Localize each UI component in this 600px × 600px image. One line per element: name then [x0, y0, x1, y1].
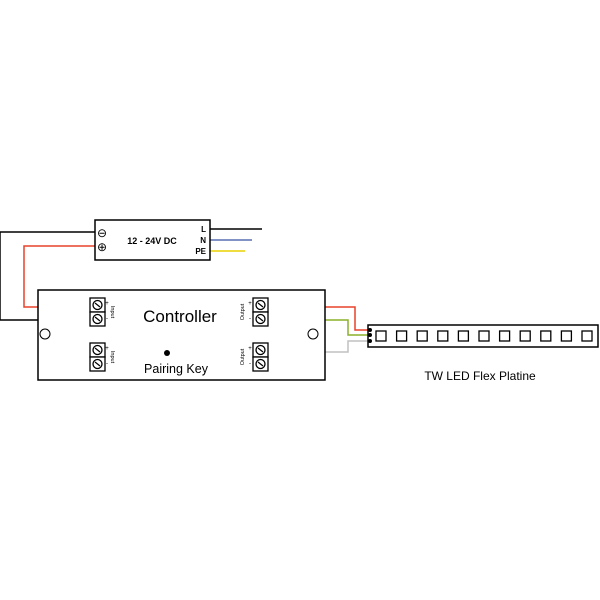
terminal-pe: PE	[195, 247, 206, 256]
led	[437, 330, 449, 342]
input-terminal: Input+ -	[89, 342, 115, 372]
input-terminal: Input+ -	[89, 297, 115, 327]
plus-sign: +	[105, 346, 109, 352]
led	[478, 330, 490, 342]
minus-symbol: ⊖	[97, 226, 107, 240]
plus-sign: +	[105, 301, 109, 307]
led	[581, 330, 593, 342]
input-label: Input	[109, 351, 115, 364]
terminal-n: N	[200, 236, 206, 245]
minus-sign: -	[106, 361, 108, 367]
output-label: Output	[240, 303, 246, 320]
minus-sign: -	[106, 316, 108, 322]
plus-sign: +	[248, 346, 252, 352]
led	[540, 330, 552, 342]
led	[519, 330, 531, 342]
terminal-l: L	[201, 225, 206, 234]
power-supply-label: 12 - 24V DC	[127, 236, 177, 246]
strip-label: TW LED Flex Platine	[424, 369, 536, 383]
mounting-hole	[307, 328, 319, 340]
led-strip: TW LED Flex Platine	[367, 324, 599, 383]
power-supply: ⊖ ⊕ 12 - 24V DC L N PE	[94, 219, 211, 261]
output-label: Output	[240, 348, 246, 365]
input-label: Input	[109, 306, 115, 319]
led	[416, 330, 428, 342]
controller: Controller Pairing Key Input+-Input+-Out…	[37, 289, 326, 381]
pairing-key-button[interactable]	[164, 350, 170, 356]
pairing-key-label: Pairing Key	[144, 362, 209, 376]
controller-title: Controller	[143, 307, 217, 326]
plus-sign: +	[248, 301, 252, 307]
strip-pad	[368, 328, 372, 332]
led	[457, 330, 470, 342]
led	[395, 330, 408, 342]
minus-sign: -	[249, 316, 251, 322]
output-terminal: Output+ -	[240, 342, 269, 372]
mounting-hole	[39, 328, 51, 340]
strip-pad	[368, 333, 372, 337]
minus-sign: -	[249, 361, 251, 367]
led	[498, 330, 511, 342]
plus-symbol: ⊕	[97, 240, 107, 254]
led	[375, 330, 387, 342]
strip-pad	[368, 339, 372, 343]
led	[560, 330, 573, 342]
output-terminal: Output+ -	[240, 297, 269, 327]
